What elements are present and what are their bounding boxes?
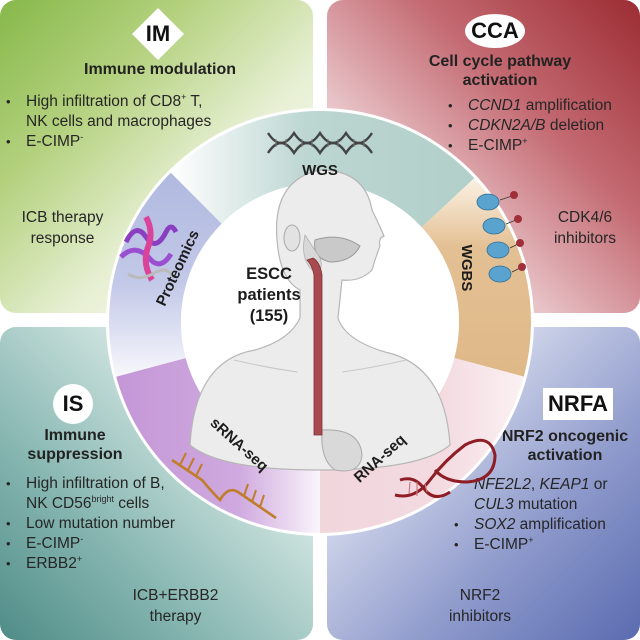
is-bullet: High infiltration of B,NK CD56bright cel… <box>4 474 244 514</box>
cca-badge: CCA <box>465 14 525 48</box>
im-badge-label: IM <box>145 21 171 46</box>
small-rna-icon <box>171 452 277 520</box>
im-bullet: E-CIMP- <box>4 132 304 152</box>
is-bullet: E-CIMP- <box>4 534 244 554</box>
ring-segment-wgs <box>170 111 475 228</box>
methylated-nucleosome-icon <box>476 191 526 283</box>
center-label-line: (155) <box>249 307 289 325</box>
is-bullet: ERBB2+ <box>4 554 244 574</box>
center-label-line: patients <box>237 286 301 304</box>
segment-label-wgs: WGS <box>302 162 338 179</box>
ear-shape <box>283 224 301 252</box>
esophagus <box>306 257 323 436</box>
nrfa-badge-label: NRFA <box>548 391 608 416</box>
segment-label-wgbs: WGBS <box>458 245 475 292</box>
center-label-line: ESCC <box>246 265 292 283</box>
is-badge-label: IS <box>62 391 84 416</box>
im-bullet: High infiltration of CD8+ T,NK cells and… <box>4 92 304 132</box>
center-label: ESCC patients (155) <box>224 264 314 327</box>
is-bullet: Low mutation number <box>4 514 244 534</box>
is-badge: IS <box>53 384 93 424</box>
im-badge: IM <box>130 6 186 62</box>
nrfa-bullet: SOX2 amplification <box>452 515 640 535</box>
nrfa-bullet: E-CIMP+ <box>452 535 640 555</box>
collarbone-left <box>233 359 299 373</box>
im-title: Immune modulation <box>84 61 236 78</box>
rna-strand-icon <box>394 438 497 498</box>
collarbone-right <box>341 359 407 373</box>
is-bullet-list: High infiltration of B,NK CD56bright cel… <box>4 474 244 574</box>
cca-bullet-list: CCND1 amplification CDKN2A/B deletion E-… <box>446 96 640 156</box>
protein-structure-icon <box>119 215 179 282</box>
cca-bullet: E-CIMP+ <box>446 136 640 156</box>
dna-double-helix-icon <box>266 130 374 156</box>
ring-segment-proteomics <box>109 172 222 377</box>
stomach <box>321 429 363 472</box>
diamond-badge-shape <box>132 8 184 60</box>
im-bullet-list: High infiltration of CD8+ T,NK cells and… <box>4 92 304 152</box>
cca-bullet: CCND1 amplification <box>446 96 640 116</box>
nrfa-badge: NRFA <box>543 388 613 420</box>
cca-bullet: CDKN2A/B deletion <box>446 116 640 136</box>
human-body-illustration <box>189 169 451 472</box>
cca-badge-label: CCA <box>471 18 519 43</box>
